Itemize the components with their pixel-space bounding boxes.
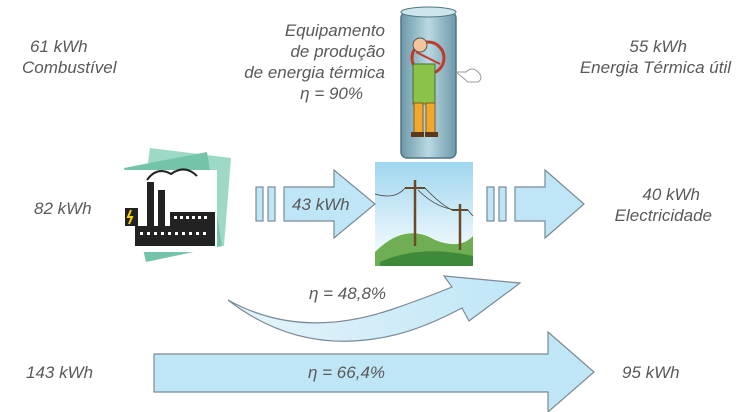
mid-left-value: 82 kWh <box>34 199 92 218</box>
bottom-arrow-efficiency: η = 66,4% <box>308 363 386 382</box>
arrow-43kwh <box>255 168 376 240</box>
thermal-equipment-icon <box>400 6 482 159</box>
curved-arrow <box>227 275 522 342</box>
arrow-bottom <box>153 330 595 412</box>
mid-right-value: 40 kWh <box>642 185 700 204</box>
mid-right-label: 40 kWh Electricidade <box>590 184 712 226</box>
mid-right-caption: Electricidade <box>614 206 712 225</box>
power-lines-icon <box>374 162 474 266</box>
bottom-left-value: 143 kWh <box>26 363 94 382</box>
top-right-label: 55 kWh Energia Térmica útil <box>545 36 731 78</box>
power-plant-icon <box>123 148 231 262</box>
top-left-value: 61 kWh <box>30 37 88 56</box>
mid-arrow-value: 43 kWh <box>292 195 350 214</box>
top-left-caption: Combustível <box>22 58 117 77</box>
top-right-caption: Energia Térmica útil <box>579 58 731 77</box>
top-center-line1: Equipamento <box>284 21 385 40</box>
bottom-right-value: 95 kWh <box>622 363 680 382</box>
top-center-label: Equipamento de produção de energia térmi… <box>240 20 385 104</box>
top-left-label: 61 kWh Combustível <box>22 36 142 78</box>
top-center-efficiency: η = 90% <box>300 84 363 103</box>
top-right-value: 55 kWh <box>629 37 687 56</box>
top-center-line3: de energia térmica <box>244 63 385 82</box>
curve-efficiency: η = 48,8% <box>309 284 387 303</box>
top-center-line2: de produção <box>290 42 385 61</box>
arrow-40kwh <box>486 168 585 240</box>
